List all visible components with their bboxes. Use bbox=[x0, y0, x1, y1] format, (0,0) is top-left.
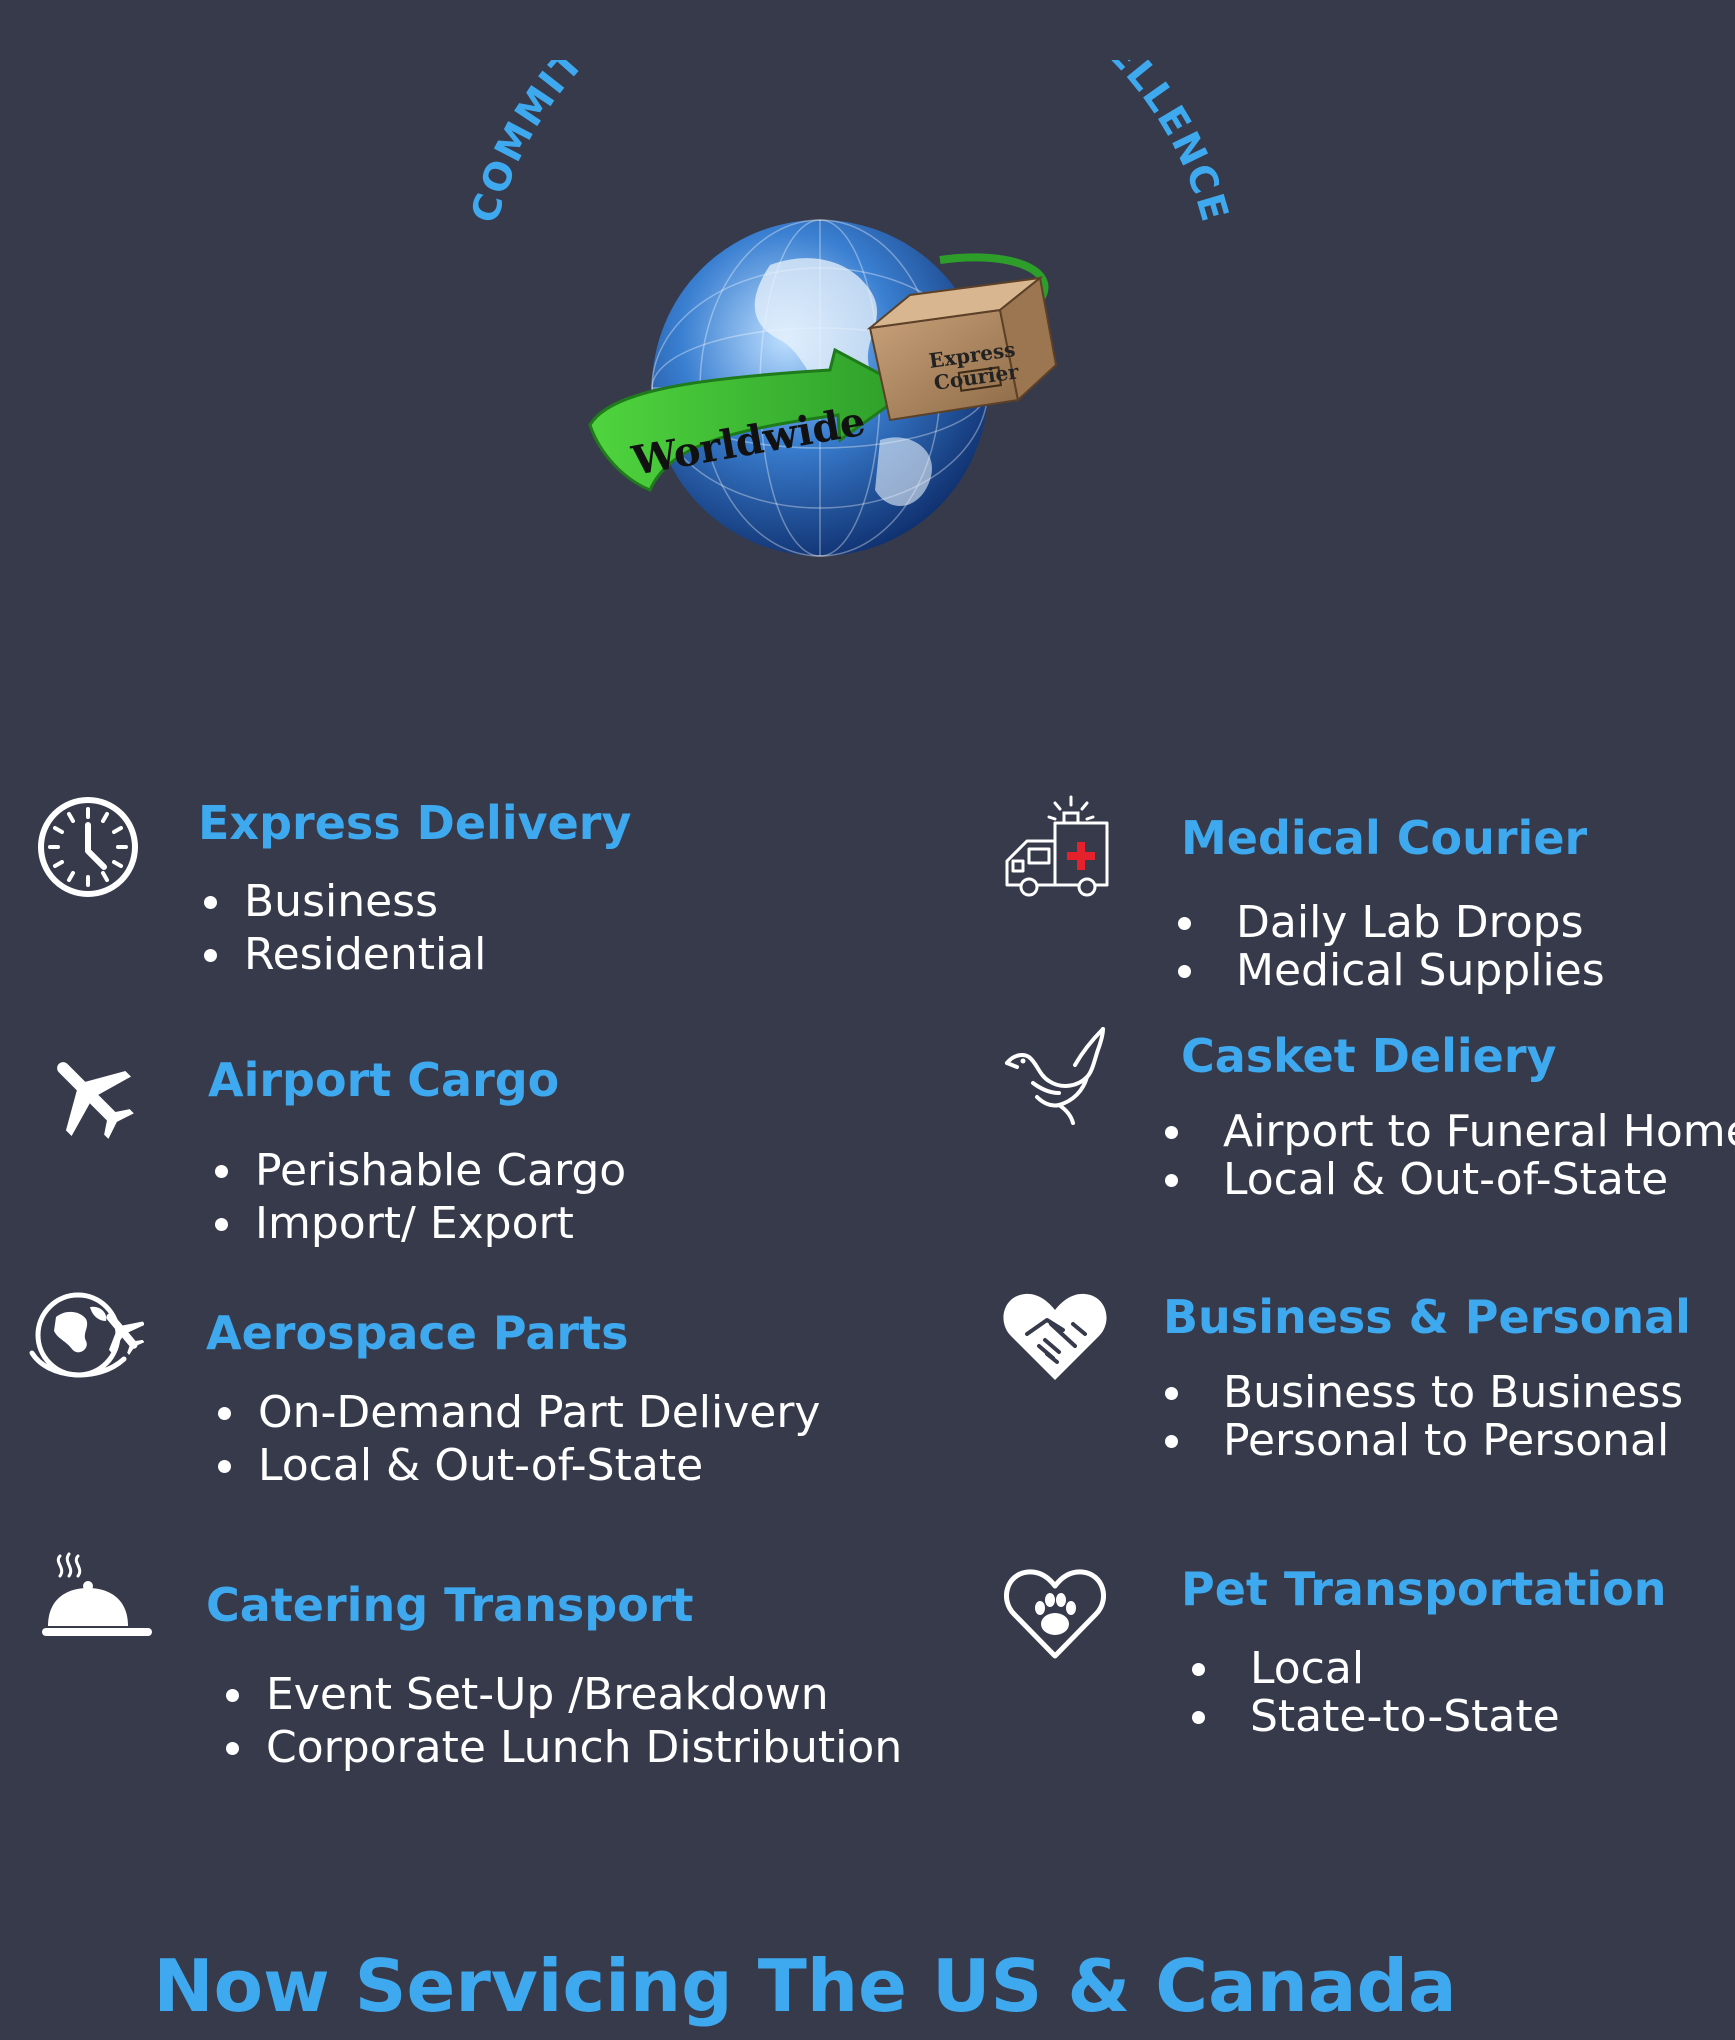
list-item: Local & Out-of-State bbox=[1161, 1156, 1735, 1204]
list-item: Local & Out-of-State bbox=[214, 1439, 820, 1492]
airplane-icon bbox=[40, 1045, 140, 1145]
heart-handshake-icon bbox=[1001, 1290, 1109, 1382]
service-title: Express Delivery bbox=[198, 796, 632, 850]
company-logo: COMMITTED TO WORLDWIDE EXCELLENCE Worldw… bbox=[440, 60, 1240, 580]
green-arrow-shape bbox=[588, 347, 913, 492]
list-item: Event Set-Up /Breakdown bbox=[222, 1668, 902, 1721]
list-item: Residential bbox=[200, 928, 486, 981]
service-list: Local State-to-State bbox=[1188, 1645, 1560, 1741]
list-item: Medical Supplies bbox=[1174, 947, 1605, 995]
service-list: Business Residential bbox=[200, 875, 486, 981]
service-title: Airport Cargo bbox=[208, 1053, 560, 1107]
clock-icon bbox=[36, 795, 140, 899]
list-item: Business to Business bbox=[1161, 1369, 1683, 1417]
dove-icon bbox=[1003, 1027, 1109, 1125]
service-list: Business to Business Personal to Persona… bbox=[1161, 1369, 1683, 1465]
service-list: Event Set-Up /Breakdown Corporate Lunch … bbox=[222, 1668, 902, 1774]
list-item: Airport to Funeral Home bbox=[1161, 1108, 1735, 1156]
service-list: On-Demand Part Delivery Local & Out-of-S… bbox=[214, 1386, 820, 1492]
list-item: Personal to Personal bbox=[1161, 1417, 1683, 1465]
heart-paw-icon bbox=[1004, 1568, 1106, 1660]
ambulance-icon bbox=[1003, 795, 1109, 899]
list-item: Corporate Lunch Distribution bbox=[222, 1721, 902, 1774]
list-item: Business bbox=[200, 875, 486, 928]
service-area-banner: Now Servicing The US & Canada bbox=[153, 1944, 1457, 2028]
service-list: Airport to Funeral Home Local & Out-of-S… bbox=[1161, 1108, 1735, 1204]
globe-plane-icon bbox=[28, 1287, 144, 1385]
list-item: Import/ Export bbox=[211, 1197, 626, 1250]
list-item: State-to-State bbox=[1188, 1693, 1560, 1741]
food-cloche-icon bbox=[40, 1552, 154, 1640]
list-item: Local bbox=[1188, 1645, 1560, 1693]
courier-box-icon bbox=[866, 276, 1058, 422]
service-title: Catering Transport bbox=[206, 1578, 694, 1632]
service-title: Casket Deliery bbox=[1181, 1029, 1557, 1083]
service-list: Daily Lab Drops Medical Supplies bbox=[1174, 899, 1605, 995]
list-item: Perishable Cargo bbox=[211, 1144, 626, 1197]
tagline-arc: COMMITTED TO WORLDWIDE EXCELLENCE bbox=[462, 60, 1237, 228]
service-title: Medical Courier bbox=[1181, 811, 1588, 865]
list-item: On-Demand Part Delivery bbox=[214, 1386, 820, 1439]
globe-logo-graphic: COMMITTED TO WORLDWIDE EXCELLENCE Worldw… bbox=[462, 60, 1237, 557]
service-title: Business & Personal bbox=[1163, 1290, 1691, 1344]
list-item: Daily Lab Drops bbox=[1174, 899, 1605, 947]
service-title: Pet Transportation bbox=[1181, 1562, 1667, 1616]
service-title: Aerospace Parts bbox=[206, 1306, 629, 1360]
tagline-arc-text: COMMITTED TO WORLDWIDE EXCELLENCE bbox=[462, 60, 1235, 228]
service-list: Perishable Cargo Import/ Export bbox=[211, 1144, 626, 1250]
